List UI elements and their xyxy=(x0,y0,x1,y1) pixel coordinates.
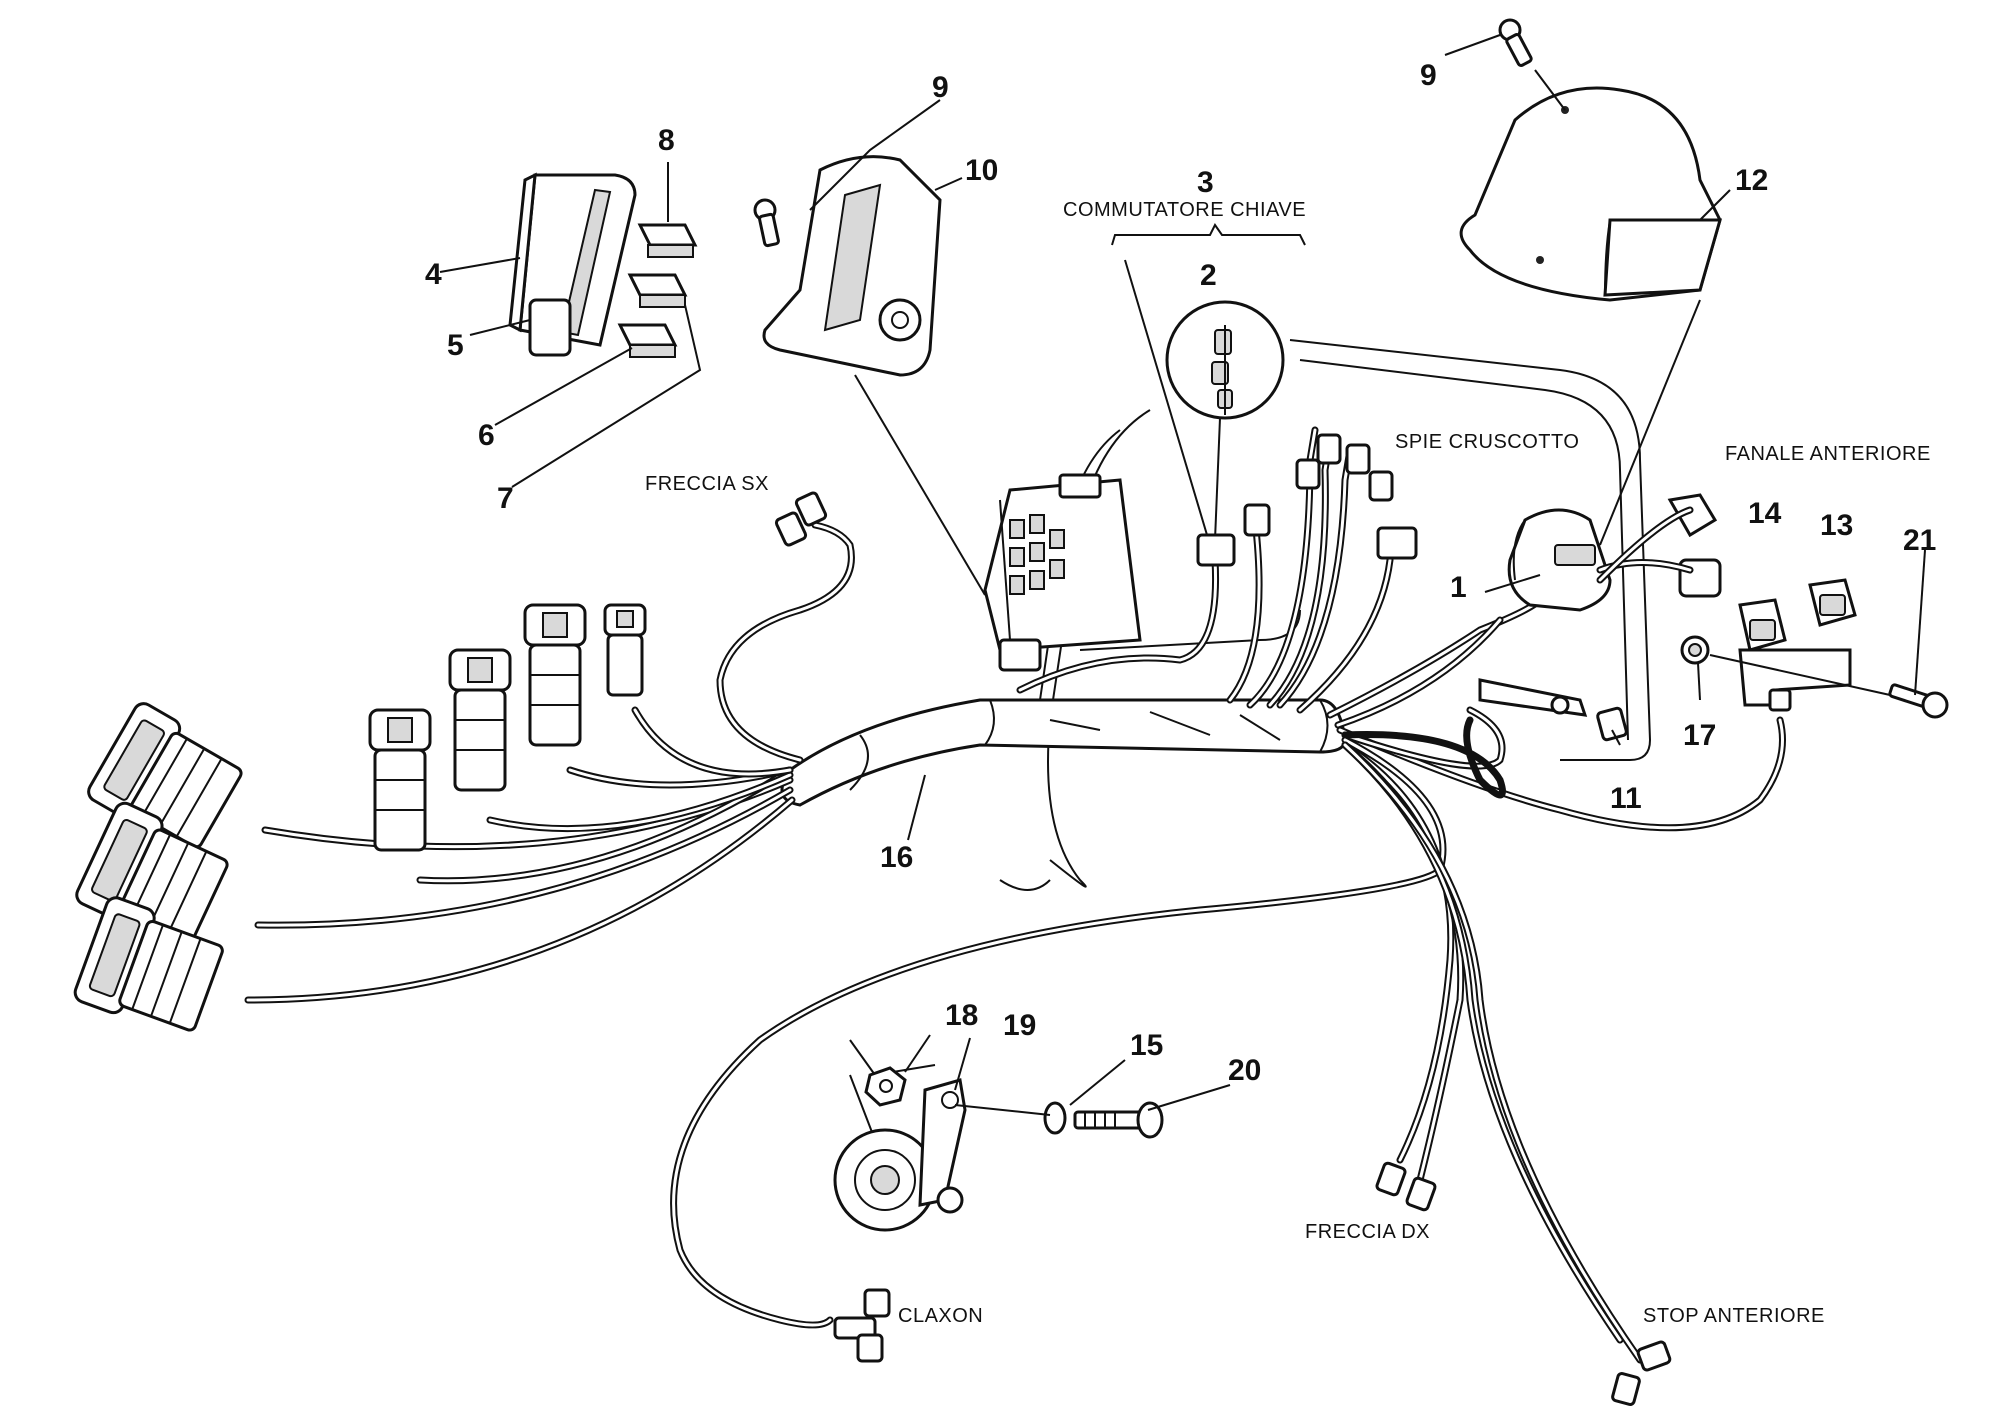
callout-2: 2 xyxy=(1200,259,1217,292)
upper-wires xyxy=(1016,426,1786,832)
upright-connector-4 xyxy=(603,603,647,697)
label-stop-anteriore: STOP ANTERIORE xyxy=(1643,1305,1825,1327)
callout-numbers: 1 2 3 4 5 6 7 8 9 9 10 11 12 13 14 15 16… xyxy=(425,59,1936,1087)
fuse-8 xyxy=(637,223,698,258)
label-claxon: CLAXON xyxy=(898,1305,983,1327)
screw-9-right xyxy=(1498,18,1566,111)
part-20-bolt xyxy=(1073,1101,1164,1139)
cover-12 xyxy=(1459,86,1722,302)
callout-1: 1 xyxy=(1450,571,1467,604)
freccia-sx-connector xyxy=(774,491,828,547)
callout-11: 11 xyxy=(1610,782,1642,815)
part-15-washer xyxy=(954,1101,1067,1135)
label-fanale-anteriore: FANALE ANTERIORE xyxy=(1725,443,1931,465)
key-switch-bracket-line xyxy=(1111,223,1306,546)
callout-9-left: 9 xyxy=(932,71,949,104)
callout-15: 15 xyxy=(1130,1029,1163,1062)
callout-18: 18 xyxy=(945,999,978,1032)
key-switch-connector xyxy=(1196,533,1236,567)
callout-10: 10 xyxy=(965,154,998,187)
part-17-washer xyxy=(1680,635,1710,665)
callout-16: 16 xyxy=(880,841,913,874)
ecu-unit xyxy=(983,473,1142,672)
part-21-screw xyxy=(1709,654,1949,719)
callout-9-right: 9 xyxy=(1420,59,1437,92)
callout-14: 14 xyxy=(1748,497,1782,530)
fuse-7 xyxy=(627,273,688,308)
label-commutatore-chiave: COMMUTATORE CHIAVE xyxy=(1063,199,1306,221)
main-loom-sleeve xyxy=(780,698,1347,807)
bracket-10 xyxy=(762,155,942,377)
callout-6: 6 xyxy=(478,419,495,452)
callout-13: 13 xyxy=(1820,509,1853,542)
left-connector-3 xyxy=(73,896,224,1032)
callout-3: 3 xyxy=(1197,166,1214,199)
lower-wires xyxy=(670,736,1644,1364)
dashboard-lights-connectors xyxy=(1243,433,1418,560)
callout-8: 8 xyxy=(658,124,675,157)
left-wires xyxy=(244,521,855,1004)
callout-4: 4 xyxy=(425,258,442,291)
callout-12: 12 xyxy=(1735,164,1768,197)
part-1-clip xyxy=(1507,493,1722,612)
fuse-6 xyxy=(617,323,678,358)
wire-labels: COMMUTATORE CHIAVE FRECCIA SX SPIE CRUSC… xyxy=(645,199,1931,1327)
part-13-switch xyxy=(1808,578,1857,627)
fuse-box xyxy=(508,172,637,357)
callout-7: 7 xyxy=(497,482,514,515)
part-14-switch xyxy=(1738,598,1787,652)
screw-9-left xyxy=(753,198,780,248)
part-18-nut xyxy=(864,1066,907,1107)
callout-19: 19 xyxy=(1003,1009,1036,1042)
fanale-bracket xyxy=(1738,648,1852,712)
upright-connector-3 xyxy=(523,603,587,747)
leader-lines xyxy=(439,34,1926,1111)
label-freccia-sx: FRECCIA SX xyxy=(645,473,769,495)
lower-bracket xyxy=(1478,678,1588,717)
callout-5: 5 xyxy=(447,329,464,362)
upright-connector-2 xyxy=(448,648,512,792)
label-spie-cruscotto: SPIE CRUSCOTTO xyxy=(1395,431,1579,453)
callout-21: 21 xyxy=(1903,524,1936,557)
upright-connector-1 xyxy=(368,708,432,852)
callout-17: 17 xyxy=(1683,719,1716,752)
stop-anteriore-connectors xyxy=(1611,1340,1672,1406)
label-freccia-dx: FRECCIA DX xyxy=(1305,1221,1430,1243)
callout-20: 20 xyxy=(1228,1054,1261,1087)
part-11-nut xyxy=(1596,706,1628,742)
freccia-dx-connectors xyxy=(1375,1161,1437,1212)
key-switch-detail-circle xyxy=(1165,300,1285,420)
